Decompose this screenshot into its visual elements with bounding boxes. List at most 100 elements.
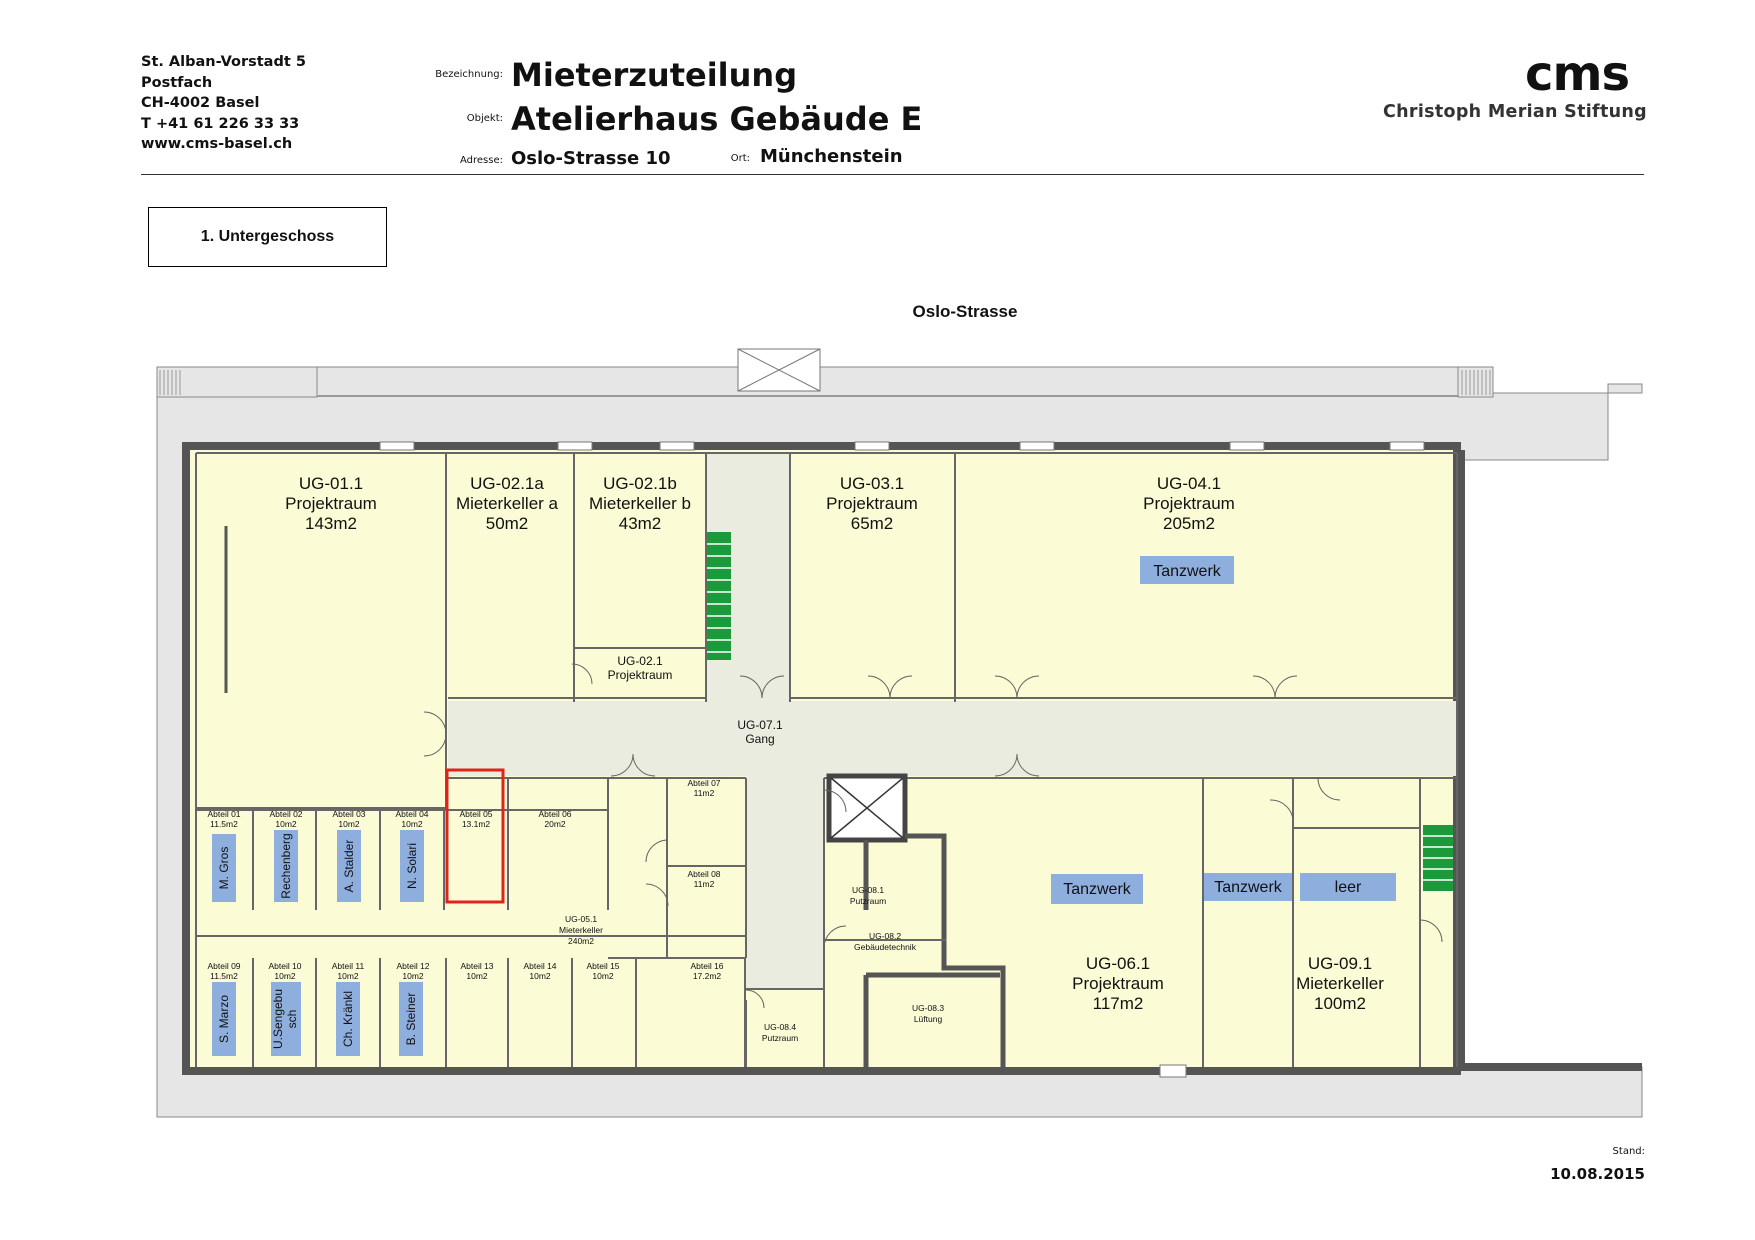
room-ug-06-1-name: Projektraum: [1072, 974, 1164, 993]
address-line: St. Alban-Vorstadt 5: [141, 54, 306, 70]
adresse-label: Adresse:: [460, 155, 503, 166]
object-name: Atelierhaus Gebäude E: [511, 100, 923, 138]
tenant-abteil-01: M. Gros: [217, 847, 231, 890]
room-ug-01-1-area: 143m2: [305, 514, 357, 533]
window-bottom: [1159, 1064, 1187, 1078]
object-address: Oslo-Strasse 10: [511, 148, 671, 169]
room-ug-05-1-id: UG-05.1: [565, 914, 597, 924]
doors: [423, 663, 1443, 1009]
tenant-abteil-03: A. Stalder: [342, 840, 356, 893]
room-ug-08-2-name: Gebäudetechnik: [854, 942, 917, 952]
abteil-07-area: 11m2: [694, 788, 715, 798]
stairs-main: [707, 532, 731, 660]
abteil-01-name: Abteil 01: [207, 809, 240, 819]
abteil-14-name: Abteil 14: [523, 961, 556, 971]
room-ug-06-1-area: 117m2: [1093, 994, 1144, 1013]
tenant-abteil-10-line1: U.Sengebu: [271, 989, 285, 1049]
corridor-ug-07-1-name: Gang: [745, 732, 774, 746]
ort-label: Ort:: [730, 153, 750, 164]
room-ug-01-1-id: UG-01.1: [299, 474, 363, 493]
address-line: Postfach: [141, 74, 213, 91]
document-title: Mieterzuteilung: [511, 56, 798, 94]
abteil-04-name: Abteil 04: [395, 809, 428, 819]
address-line: T +41 61 226 33 33: [141, 115, 300, 132]
abteil-03-name: Abteil 03: [332, 809, 365, 819]
tenant-tags-vertical: M. Gros Rechenberg A. Stalder N. Solari …: [212, 830, 424, 1056]
abteil-12-name: Abteil 12: [396, 961, 429, 971]
corridor-lower: [746, 774, 824, 989]
abteil-08-area: 11m2: [694, 879, 715, 889]
room-ug-03-1-area: 65m2: [851, 514, 894, 533]
tag-ug-04-1: Tanzwerk: [1153, 563, 1222, 580]
room-ug-09-1-name: Mieterkeller: [1296, 974, 1384, 993]
street-label: Oslo-Strasse: [912, 302, 1018, 321]
object-location: Münchenstein: [760, 146, 903, 167]
abteil-07-name: Abteil 07: [687, 778, 720, 788]
abteil-08-name: Abteil 08: [687, 869, 720, 879]
corridor-ug-07-1: [448, 701, 1457, 776]
tenant-tags-horizontal: Tanzwerk Tanzwerk Tanzwerk leer: [1051, 556, 1396, 904]
abteil-09-area: 11.5m2: [210, 971, 238, 981]
stand-label: Stand:: [1612, 1146, 1645, 1157]
room-ug-01-1-name: Projektraum: [285, 494, 377, 513]
tenant-abteil-02: Rechenberg: [279, 833, 293, 898]
bezeichnung-label: Bezeichnung:: [435, 69, 503, 80]
room-ug-02-1b-name: Mieterkeller b: [589, 494, 691, 513]
room-ug-04-1-area: 205m2: [1163, 514, 1215, 533]
room-ug-09-1-area: 100m2: [1314, 994, 1366, 1013]
abteil-09-name: Abteil 09: [207, 961, 240, 971]
address-line: www.cms-basel.ch: [141, 136, 293, 152]
room-ug-03-1-id: UG-03.1: [840, 474, 904, 493]
floor-label: 1. Untergeschoss: [148, 207, 387, 267]
corridor-ug-07-1-id: UG-07.1: [737, 718, 783, 732]
lift-cross-b: [830, 777, 904, 839]
room-ug-08-1-name: Putzraum: [850, 896, 886, 906]
abteil-05-name: Abteil 05: [459, 809, 492, 819]
tag-leer: leer: [1335, 879, 1362, 896]
abteil-16-name: Abteil 16: [690, 961, 723, 971]
light-shaft: [737, 348, 821, 392]
room-ug-02-1b-id: UG-02.1b: [603, 474, 677, 493]
techroom-wall: [905, 833, 1006, 1067]
room-ug-02-1a-area: 50m2: [486, 514, 529, 533]
abteil-13-area: 10m2: [466, 971, 488, 981]
tenant-abteil-09: S. Marzo: [217, 995, 231, 1043]
tenant-abteil-12: B. Steiner: [404, 993, 418, 1046]
outer-edge: [317, 395, 1492, 397]
address-block: St. Alban-Vorstadt 5 Postfach CH-4002 Ba…: [141, 52, 306, 155]
tag-ug-06-1: Tanzwerk: [1063, 881, 1132, 898]
room-ug-05-1-name: Mieterkeller: [559, 925, 603, 935]
abteil-01-area: 11.5m2: [210, 819, 238, 829]
highlight-abteil-05: [445, 768, 505, 904]
room-ug-08-3-id: UG-08.3: [912, 1003, 944, 1013]
abteil-03-area: 10m2: [338, 819, 360, 829]
tenant-abteil-04: N. Solari: [405, 843, 419, 889]
header-rule: [141, 174, 1644, 175]
room-ug-08-2-id: UG-08.2: [869, 931, 901, 941]
room-ug-08-4-id: UG-08.4: [764, 1022, 796, 1032]
outer-ramp-left: [156, 366, 318, 398]
lueftung-wall: [863, 972, 1000, 1067]
abteil-02-name: Abteil 02: [269, 809, 302, 819]
room-ug-02-1a-name: Mieterkeller a: [456, 494, 559, 513]
room-ug-08-1-id: UG-08.1: [852, 885, 884, 895]
abteil-06-area: 20m2: [544, 819, 566, 829]
objekt-label: Objekt:: [466, 113, 503, 124]
room-ug-02-1-name: Projektraum: [608, 668, 673, 682]
abteil-02-area: 10m2: [275, 819, 297, 829]
abteil-13-name: Abteil 13: [460, 961, 493, 971]
room-ug-02-1b-area: 43m2: [619, 514, 662, 533]
abteil-15-name: Abteil 15: [586, 961, 619, 971]
abteil-05-area: 13.1m2: [462, 819, 491, 829]
cms-logo: cms: [1525, 46, 1630, 102]
room-ug-04-1-id: UG-04.1: [1157, 474, 1221, 493]
tenant-abteil-10-line2: sch: [285, 1010, 299, 1029]
room-ug-06-1-id: UG-06.1: [1086, 954, 1150, 973]
abteil-11-name: Abteil 11: [332, 961, 365, 971]
abteil-10-name: Abteil 10: [268, 961, 301, 971]
abteil-15-area: 10m2: [592, 971, 614, 981]
tenant-abteil-11: Ch. Kränkl: [341, 991, 355, 1047]
interior-walls: [195, 452, 1458, 1067]
cms-logo-name: Christoph Merian Stiftung: [1383, 102, 1647, 122]
